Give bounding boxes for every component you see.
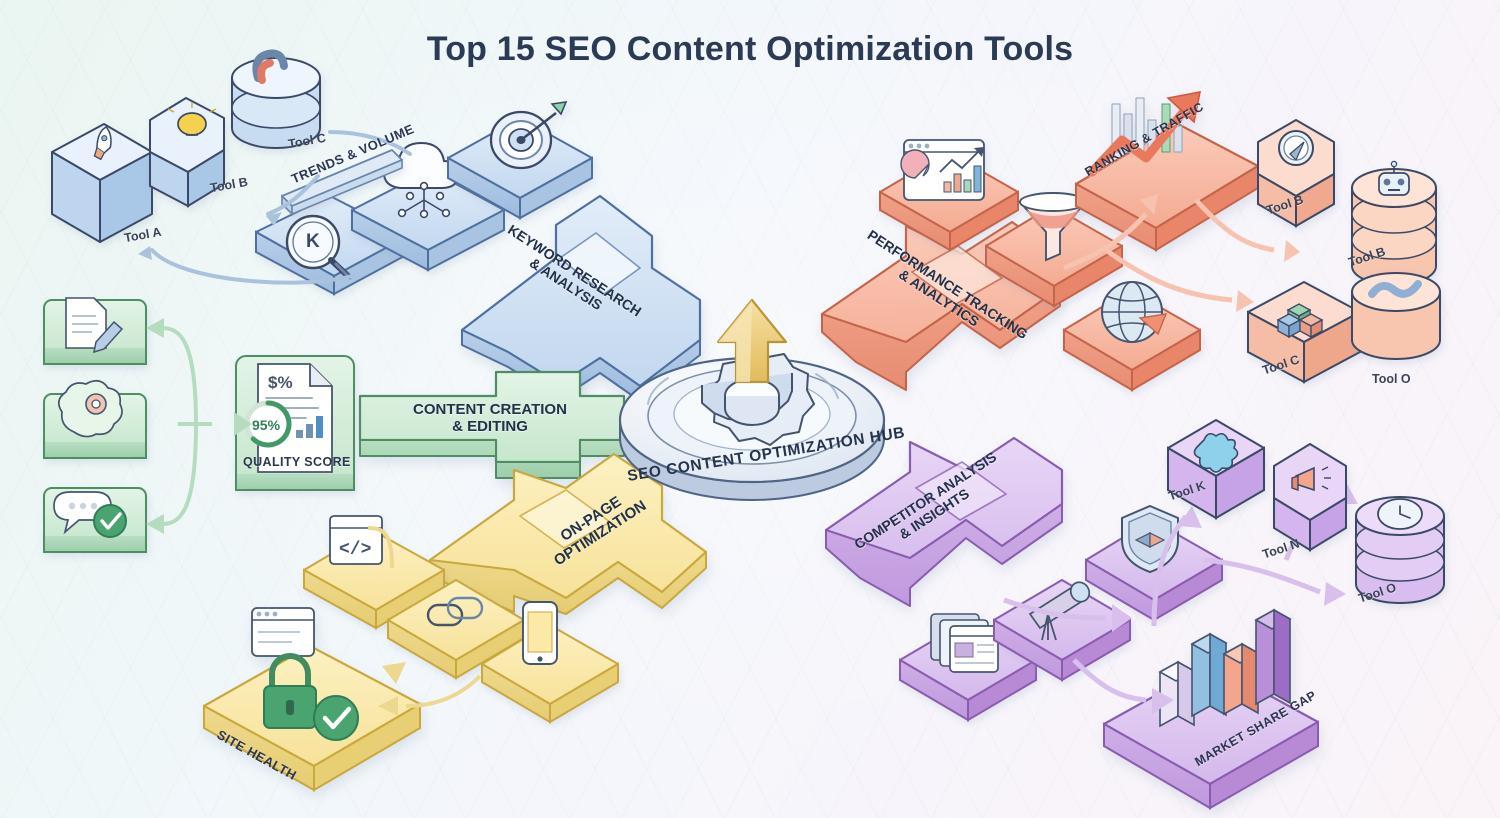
page-title: Top 15 SEO Content Optimization Tools: [426, 30, 1074, 68]
tool-platform-link[interactable]: [387, 579, 525, 680]
gear-icon: [701, 351, 815, 446]
branch-arrowheads-green: [146, 318, 252, 534]
branch-arrows-green: [161, 326, 212, 526]
object-red-tool-c-box[interactable]: [1247, 281, 1361, 384]
tool-platform-funnel[interactable]: [985, 192, 1123, 308]
object-tool-k-box[interactable]: [1167, 419, 1265, 520]
quality-score-value: 95%: [252, 417, 281, 433]
tool-platform-target[interactable]: [447, 101, 593, 220]
branch-on-page-optimization[interactable]: [428, 452, 708, 615]
object-tool-n-hexagon[interactable]: [1273, 443, 1347, 552]
branch-competitor-analysis[interactable]: [824, 436, 1064, 607]
keyword-k-glyph: K: [306, 231, 320, 252]
branch-content-creation[interactable]: [358, 370, 626, 479]
object-red-tool-o-cylinder[interactable]: [1351, 272, 1441, 360]
branch-arrows-red: [1063, 198, 1275, 303]
tool-platform-shield[interactable]: [1085, 504, 1223, 622]
panel-label-quality-score: QUALITY SCORE: [243, 455, 351, 469]
tool-tile-brain-gear[interactable]: [43, 379, 147, 459]
central-hub[interactable]: [618, 298, 886, 501]
tool-tile-document-pencil[interactable]: [43, 297, 147, 365]
svg-text:</>: </>: [339, 540, 371, 560]
object-tool-b-hexagon[interactable]: [149, 97, 225, 208]
tool-platform-code-window[interactable]: </>: [303, 515, 445, 630]
object-red-tool-b-hexagon[interactable]: [1257, 119, 1335, 228]
branch-arrows-yellow: [367, 526, 482, 708]
tool-platform-analytics-dashboard[interactable]: [879, 139, 1019, 252]
object-red-tool-b-cylinder[interactable]: [1351, 160, 1437, 286]
up-arrow-icon: [716, 298, 788, 384]
panel-market-share-gap[interactable]: [1102, 608, 1320, 810]
object-label-tool-o-red: Tool O: [1372, 372, 1411, 386]
branch-arrowheads-red: [1140, 194, 1300, 312]
tool-platform-globe[interactable]: [1063, 281, 1201, 392]
tool-platform-magnifier[interactable]: [255, 195, 409, 296]
object-tool-o-cylinder-purple[interactable]: [1355, 496, 1445, 604]
panel-site-health[interactable]: [202, 607, 422, 792]
branch-arrowheads-yellow: [378, 662, 406, 716]
branch-arrows-blue: [150, 130, 412, 285]
svg-text:$%: $%: [268, 373, 293, 392]
panel-ranking-traffic[interactable]: [1074, 90, 1260, 252]
object-tool-a-cube[interactable]: [51, 123, 153, 243]
tool-tile-chat-check[interactable]: [43, 487, 147, 553]
object-tool-c-cylinder[interactable]: [231, 49, 321, 149]
panel-quality-score[interactable]: $%: [235, 355, 355, 491]
tool-platform-mobile[interactable]: [481, 601, 619, 724]
